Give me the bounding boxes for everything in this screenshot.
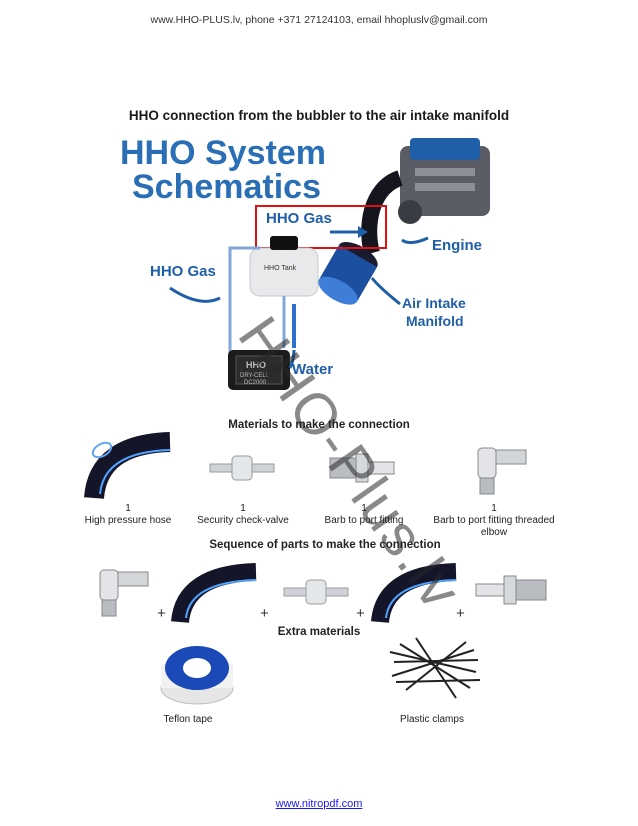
highlight-box xyxy=(255,205,387,249)
plus-sign-3: + xyxy=(356,605,365,622)
plus-sign-4: + xyxy=(456,605,465,622)
check-valve-image xyxy=(209,455,275,481)
plastic-clamps-caption: Plastic clamps xyxy=(400,714,464,725)
intake-hose xyxy=(361,170,404,256)
material-3-caption: 1 Barb to port fitting xyxy=(312,503,416,527)
label-air-intake-1: Air Intake xyxy=(402,295,466,311)
footer-link[interactable]: www.nitropdf.com xyxy=(275,798,363,810)
label-hho-tank: HHO Tank xyxy=(264,265,297,272)
material-1-caption: 1 High pressure hose xyxy=(76,503,180,527)
teflon-tape-image xyxy=(160,646,234,705)
sequence-heading: Sequence of parts to make the connection xyxy=(209,539,441,551)
dry-cell-label-3: DC2000 xyxy=(244,380,267,386)
plastic-clamps-image xyxy=(389,637,481,699)
schematic-heading-line2: Schematics xyxy=(132,168,321,206)
barb-fitting-image xyxy=(329,453,395,483)
extra-materials-heading: Extra materials xyxy=(277,626,361,638)
label-air-intake-2: Manifold xyxy=(406,313,464,329)
page-title: HHO connection from the bubbler to the a… xyxy=(128,108,510,123)
sequence-barb-fitting-image xyxy=(475,575,547,605)
high-pressure-hose-image xyxy=(84,432,171,500)
material-2-qty: 1 xyxy=(240,503,246,514)
material-2-name: Security check-valve xyxy=(197,515,289,526)
material-1-qty: 1 xyxy=(125,503,131,514)
label-water: Water xyxy=(292,361,333,378)
sequence-hose-1-image xyxy=(171,563,257,624)
elbow-fitting-image xyxy=(477,447,527,495)
material-1-name: High pressure hose xyxy=(84,515,172,526)
sequence-check-valve-image xyxy=(283,579,349,605)
sequence-elbow-image xyxy=(99,569,149,617)
material-4-name: Barb to port fitting threaded elbow xyxy=(433,515,555,538)
schematic-heading-line1: HHO System xyxy=(120,134,326,172)
engine-illustration xyxy=(398,138,490,224)
teflon-tape-caption: Teflon tape xyxy=(163,714,213,725)
material-3-qty: 1 xyxy=(361,503,367,514)
material-4-caption: 1 Barb to port fitting threaded elbow xyxy=(424,503,564,539)
tube-left xyxy=(228,246,260,358)
label-engine: Engine xyxy=(432,237,482,254)
material-4-qty: 1 xyxy=(491,503,497,514)
plus-sign-1: + xyxy=(157,605,166,622)
material-3-name: Barb to port fitting xyxy=(324,515,404,526)
label-hho-gas-top: HHO Gas xyxy=(266,210,332,227)
dry-cell-label-1: HHO xyxy=(246,360,266,370)
hho-schematic-diagram: HHO System Schematics HHO Gas Engine HHO… xyxy=(120,134,490,390)
plus-sign-2: + xyxy=(260,605,269,622)
dry-cell-label-2: DRY-CELL xyxy=(240,373,270,379)
hho-tank-illustration: HHO Tank xyxy=(249,236,319,297)
dry-cell-illustration: HHO DRY-CELL DC2000 xyxy=(228,350,290,390)
label-hho-gas-left: HHO Gas xyxy=(150,263,216,280)
materials-heading: Materials to make the connection xyxy=(228,419,410,431)
page-header: www.HHO-PLUS.lv, phone +371 27124103, em… xyxy=(150,14,488,26)
material-2-caption: 1 Security check-valve xyxy=(188,503,298,527)
sequence-hose-2-image xyxy=(371,563,457,624)
